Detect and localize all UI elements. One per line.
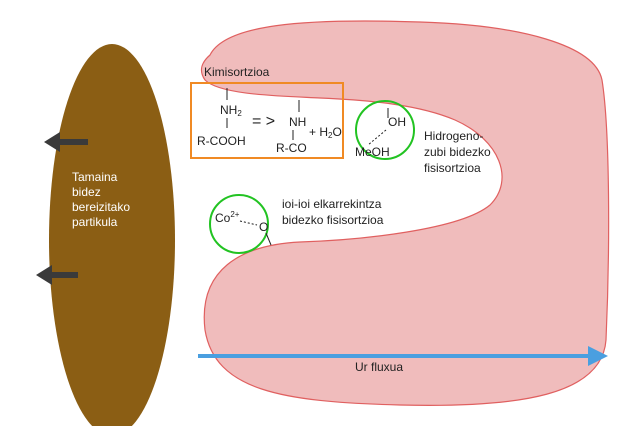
svg-text:R-CO: R-CO (276, 141, 307, 155)
chemisorption-reaction: NH2 R-COOH = > NH + H2O R-CO (197, 88, 342, 155)
left-arrow-icon (36, 265, 78, 285)
particle-label-line: bereizitako (72, 200, 130, 214)
svg-text:MeOH: MeOH (355, 145, 390, 159)
ionic-interaction-chem: Co2+ O (215, 210, 272, 246)
separated-particle (49, 44, 175, 426)
svg-text:OH: OH (388, 115, 406, 129)
svg-text:R-COOH: R-COOH (197, 134, 246, 148)
ionic-interaction-circle (209, 194, 269, 254)
hydrogen-bond-label-line: fisisortzioa (424, 161, 481, 175)
hydrogen-bond-chem: OH MeOH (355, 108, 406, 159)
chemisorption-box (190, 82, 344, 159)
left-arrow-icon (44, 132, 88, 152)
water-flow-label: Ur fluxua (355, 360, 403, 374)
particle-label-line: partikula (72, 215, 118, 229)
ionic-label-line: ioi-ioi elkarrekintza (282, 197, 382, 211)
svg-text:= >: = > (252, 113, 275, 130)
svg-text:O: O (259, 220, 268, 234)
svg-text:NH2: NH2 (220, 103, 242, 118)
hydrogen-bond-label-line: Hidrogeno- (424, 129, 483, 143)
particle-label-line: Tamaina (72, 170, 118, 184)
hydrogen-bond-circle (355, 100, 415, 160)
ionic-label-line: bidezko fisisortzioa (282, 213, 384, 227)
svg-text:Co2+: Co2+ (215, 210, 240, 225)
adsorbent-surface (200, 20, 610, 406)
water-flow-arrow (198, 346, 608, 366)
svg-text:+ H2O: + H2O (309, 125, 342, 140)
particle-label-line: bidez (72, 185, 101, 199)
chemisorption-label: Kimisortzioa (204, 65, 270, 79)
svg-text:NH: NH (289, 115, 306, 129)
hydrogen-bond-label-line: zubi bidezko (424, 145, 491, 159)
